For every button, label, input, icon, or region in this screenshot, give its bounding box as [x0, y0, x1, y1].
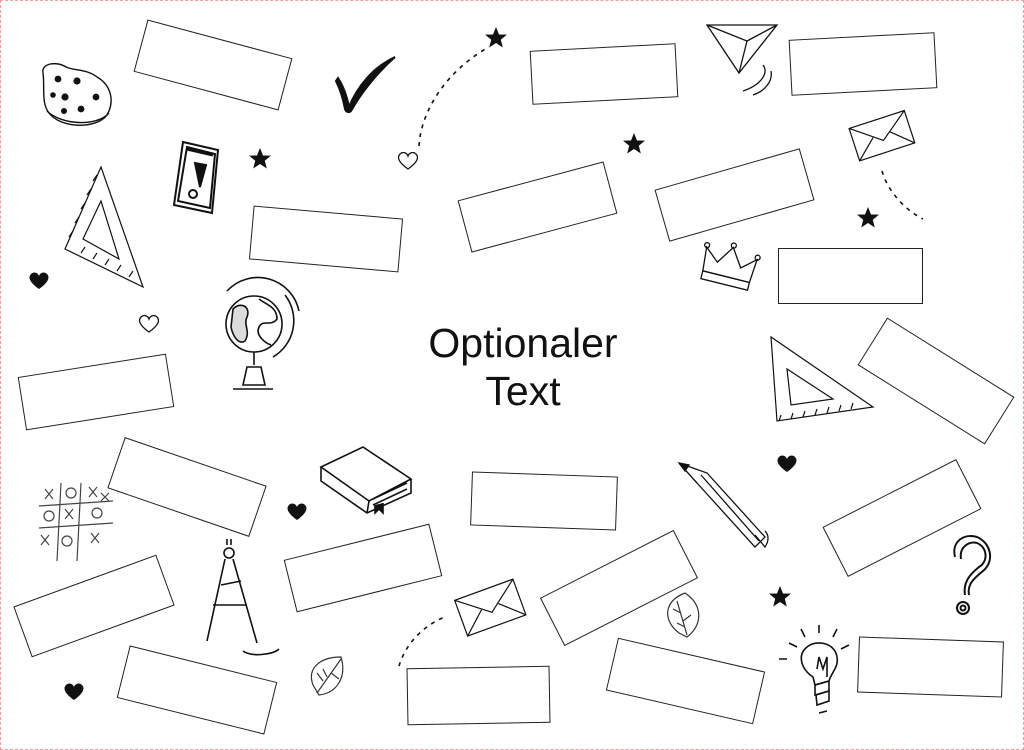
envelope-icon [848, 109, 916, 162]
leaf-icon [667, 592, 700, 638]
question-mark-icon [953, 535, 992, 615]
label-box[interactable] [654, 148, 815, 242]
heart-icon [397, 151, 419, 170]
label-box[interactable] [406, 665, 551, 726]
label-box[interactable] [133, 19, 293, 111]
label-box[interactable] [283, 523, 443, 613]
star-icon [485, 27, 507, 48]
label-box[interactable] [116, 645, 278, 735]
cookie-icon [42, 62, 112, 126]
leaf-icon [310, 656, 344, 696]
pencil-icon [677, 462, 769, 549]
label-box[interactable] [529, 43, 679, 105]
label-box[interactable] [857, 636, 1004, 698]
heart-icon [287, 503, 307, 520]
label-box[interactable] [822, 459, 982, 577]
label-box[interactable] [788, 32, 938, 96]
label-box[interactable] [470, 471, 618, 531]
heart-icon [29, 272, 49, 289]
label-box[interactable] [107, 437, 267, 537]
paper-plane-icon [705, 24, 779, 96]
globe-icon [225, 276, 300, 390]
optional-text-line2: Text [485, 368, 561, 414]
label-box[interactable] [539, 529, 699, 647]
star-icon [857, 207, 879, 228]
label-box[interactable] [605, 637, 766, 725]
label-box[interactable] [457, 161, 618, 253]
heart-icon [138, 314, 160, 333]
label-box[interactable] [248, 205, 404, 273]
pencil-sharpener-icon [172, 140, 220, 215]
label-box[interactable] [857, 317, 1015, 445]
check-mark-icon [334, 56, 396, 114]
label-box[interactable] [17, 353, 175, 431]
envelope-icon [453, 578, 527, 637]
tic-tac-toe-icon [38, 482, 114, 562]
optional-text-line1: Optionaler [428, 320, 618, 366]
star-icon [249, 148, 271, 169]
book-icon [319, 446, 413, 515]
optional-text: Optionaler Text [393, 319, 653, 415]
light-bulb-icon [779, 625, 850, 714]
triangle-ruler-icon [64, 165, 145, 289]
heart-icon [777, 455, 797, 472]
heart-icon [64, 683, 84, 700]
star-icon [769, 586, 791, 607]
triangle-ruler-icon [770, 335, 875, 422]
star-icon [623, 133, 645, 154]
label-box[interactable] [13, 554, 175, 658]
compass-tool-icon [206, 539, 280, 656]
label-box[interactable] [778, 248, 923, 304]
crown-icon [700, 241, 761, 291]
